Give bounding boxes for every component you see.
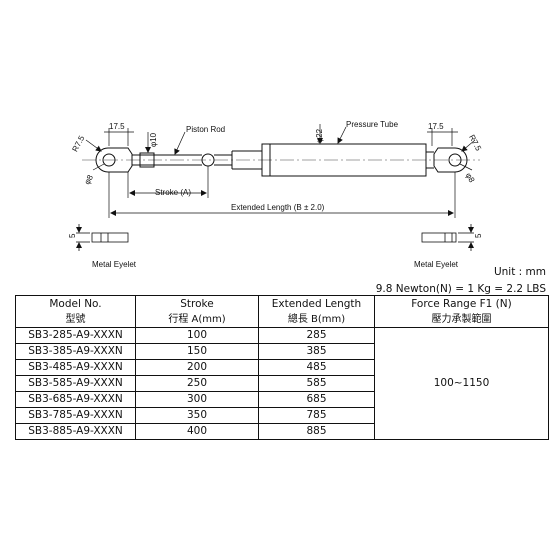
length-cell: 885 [258,423,375,440]
gas-spring-technical-drawing: 17.5 17.5 R7.5 R7.5 φ8 φ8 φ10 φ22 Piston… [68,120,483,269]
piston-rod-label: Piston Rod [186,125,225,134]
model-cell: SB3-585-A9-XXXN [15,375,136,392]
pressure-tube [261,143,434,177]
stroke-label: Stroke (A) [155,188,191,197]
model-cell: SB3-385-A9-XXXN [15,343,136,360]
table-row: SB3-485-A9-XXXN 200 485 [15,359,549,376]
stroke-cell: 350 [135,407,259,424]
left-eyelet-side-view [76,224,129,251]
stroke-cell: 250 [135,375,259,392]
stroke-cell: 300 [135,391,259,408]
hole-right-label: φ8 [464,171,477,184]
eyelet-width-dimensions [104,128,458,146]
length-cell: 585 [258,375,375,392]
length-cell: 385 [258,343,375,360]
radius-right-label: R7.5 [467,133,483,153]
force-range-cell: 100~1150 [374,327,549,440]
conversion-note: 9.8 Newton(N) = 1 Kg = 2.2 LBS [375,283,546,295]
model-cell: SB3-785-A9-XXXN [15,407,136,424]
header-force-range: Force Range F1 (N)壓力承製範圍 [374,295,549,328]
hole-left-label: φ8 [83,173,96,186]
right-eyelet [433,147,468,173]
table-row: SB3-785-A9-XXXN 350 785 [15,407,549,424]
eyelet-width-right-label: 17.5 [428,122,444,131]
rod-diameter-label: φ10 [149,132,158,147]
eyelet-width-left-label: 17.5 [109,122,125,131]
length-cell: 485 [258,359,375,376]
extended-length-dimension [108,172,456,218]
tube-diameter-label: φ22 [315,128,324,143]
table-row: SB3-885-A9-XXXN 400 885 [15,423,549,440]
table-row: SB3-685-A9-XXXN 300 685 [15,391,549,408]
table-row: SB3-285-A9-XXXN 100 285 100~1150 [15,327,549,440]
stroke-cell: 400 [135,423,259,440]
header-model: Model No.型號 [15,295,136,328]
metal-eyelet-right-label: Metal Eyelet [414,260,459,269]
model-cell: SB3-485-A9-XXXN [15,359,136,376]
stroke-cell: 200 [135,359,259,376]
pressure-tube-label: Pressure Tube [346,120,399,129]
unit-note: Unit : mm [493,266,546,278]
model-cell: SB3-285-A9-XXXN [15,327,136,344]
length-cell: 785 [258,407,375,424]
piston-rod [139,150,262,170]
length-cell: 685 [258,391,375,408]
right-eyelet-side-view [421,224,474,251]
metal-eyelet-left-label: Metal Eyelet [92,260,137,269]
stroke-dimension [127,166,209,198]
stroke-cell: 150 [135,343,259,360]
length-cell: 285 [258,327,375,344]
radius-left-label: R7.5 [70,134,86,154]
model-cell: SB3-685-A9-XXXN [15,391,136,408]
model-cell: SB3-885-A9-XXXN [15,423,136,440]
stroke-cell: 100 [135,327,259,344]
eyelet-thickness-left-label: 5 [68,233,77,238]
extended-length-label: Extended Length (B ± 2.0) [231,203,325,212]
eyelet-thickness-right-label: 5 [474,233,483,238]
table-row: SB3-585-A9-XXXN 250 585 [15,375,549,392]
